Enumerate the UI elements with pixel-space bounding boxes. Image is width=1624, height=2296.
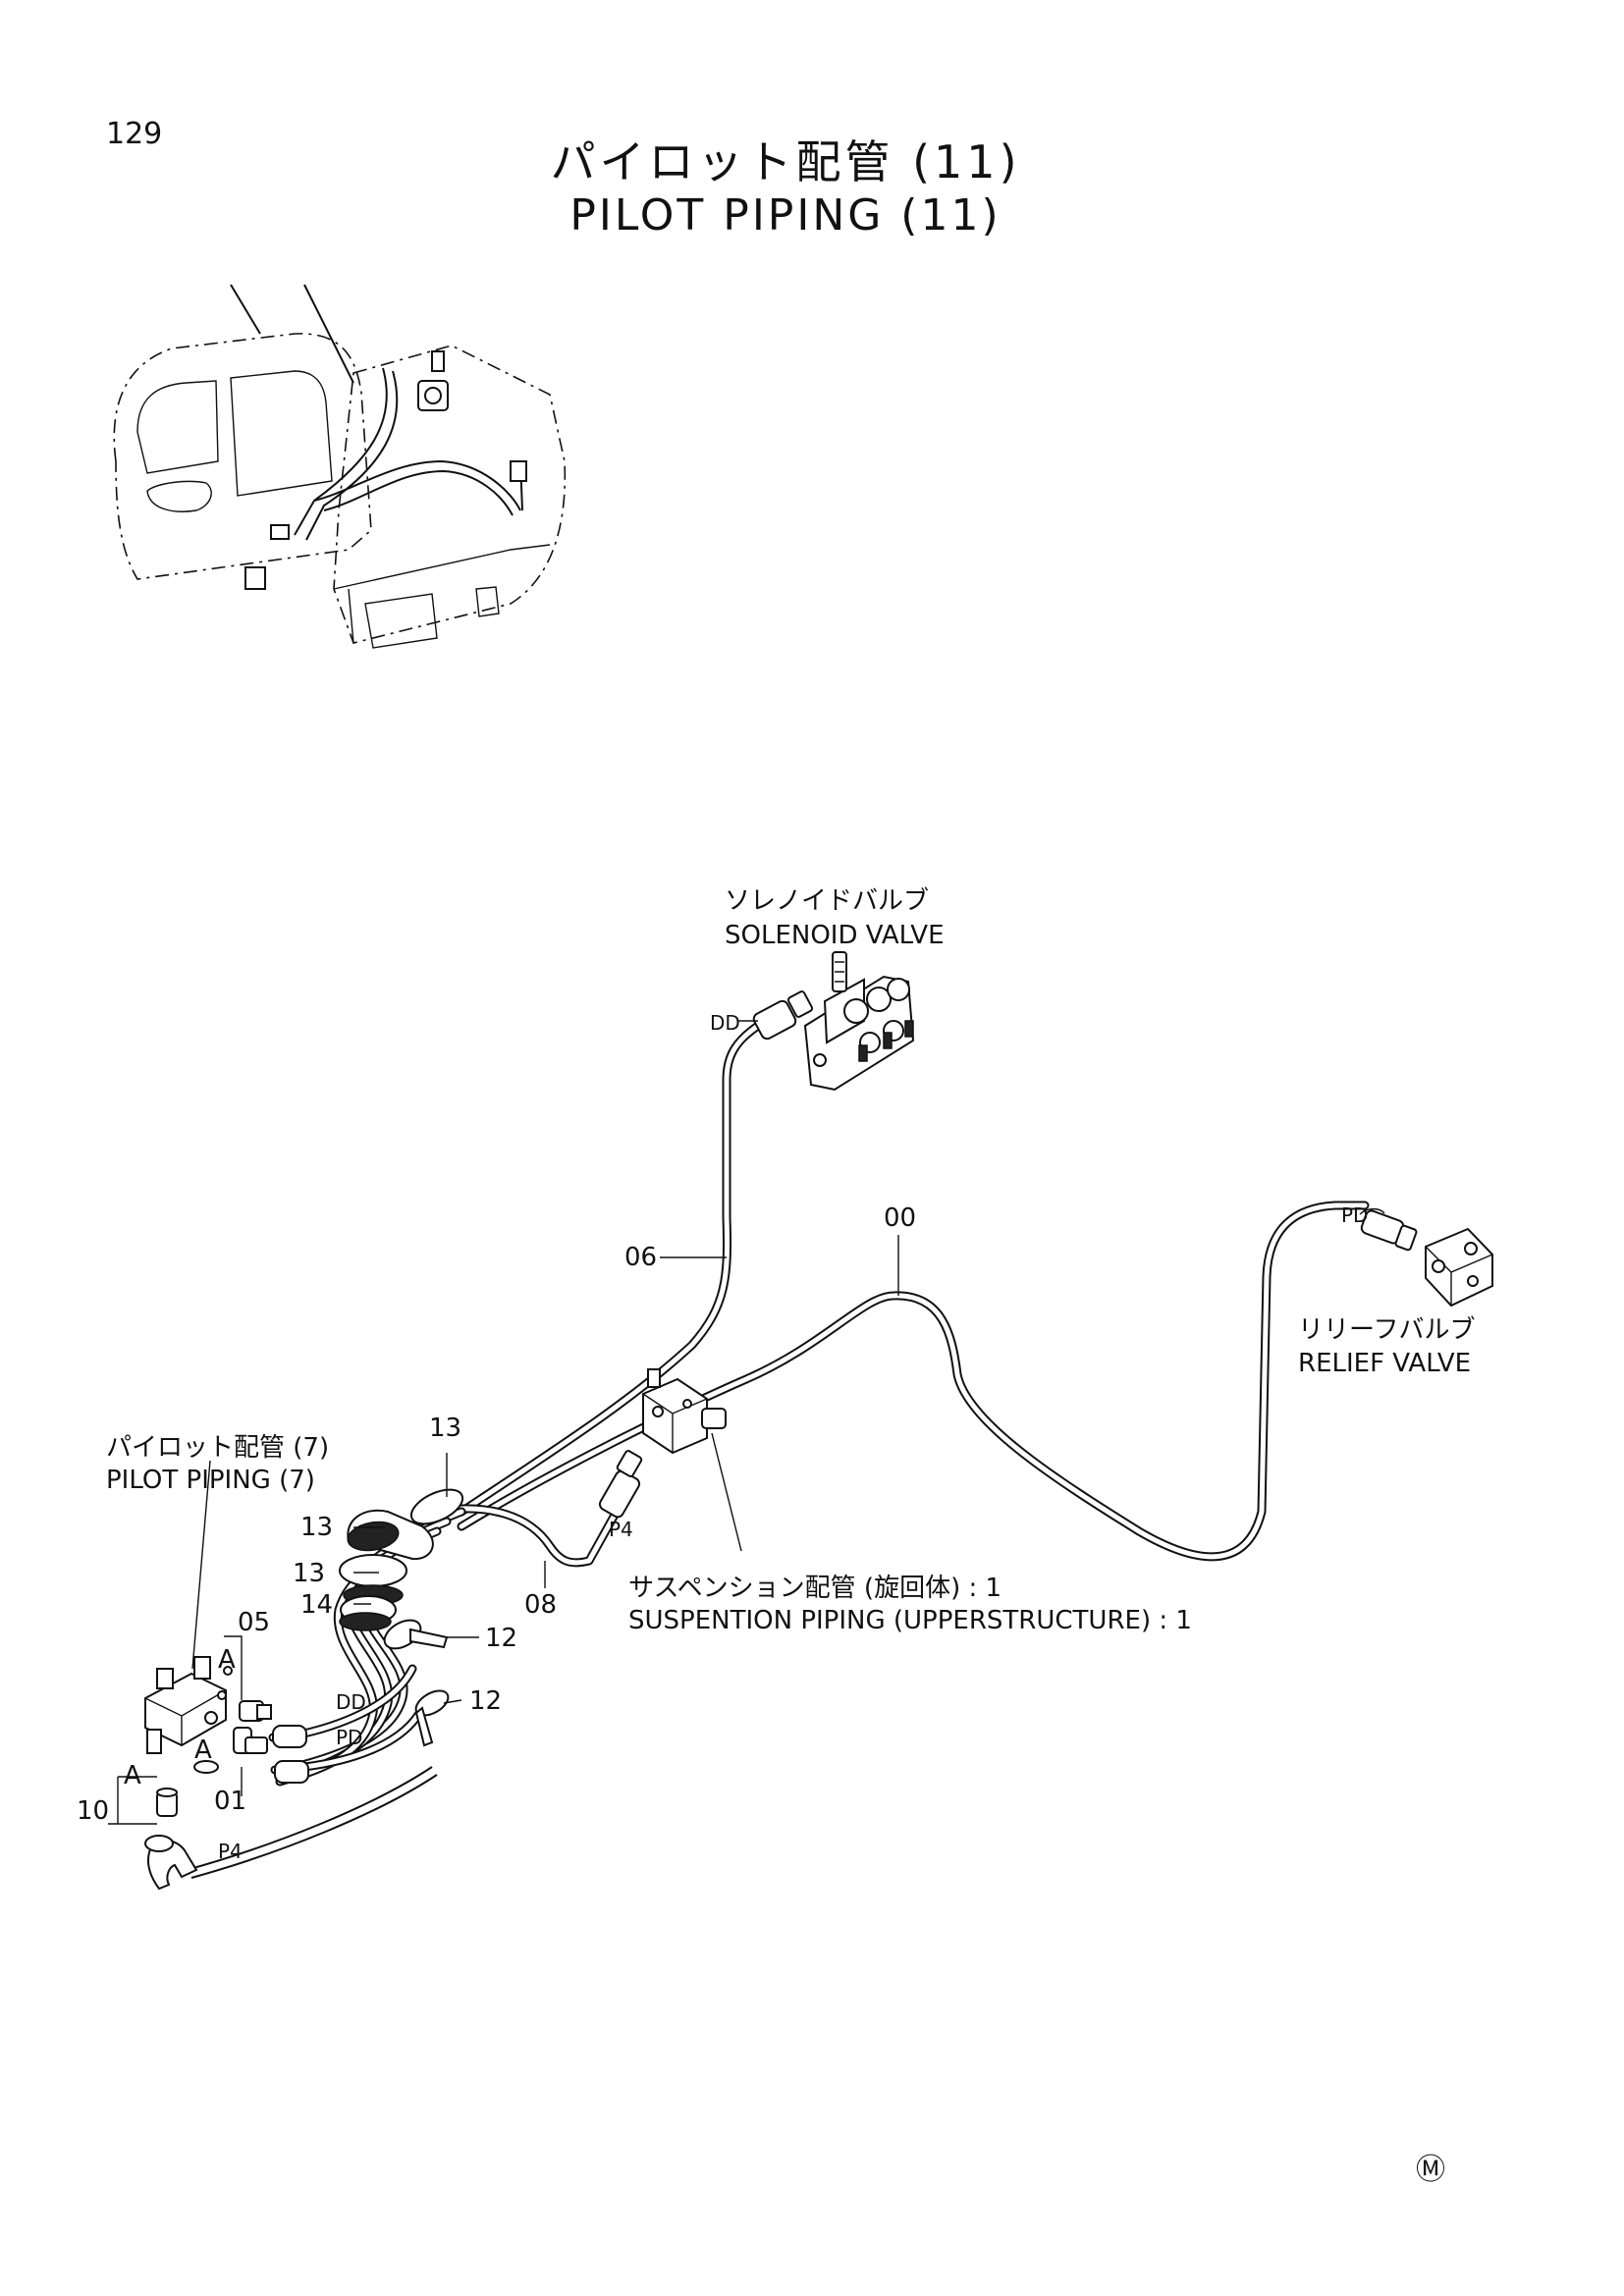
page-title-en: PILOT PIPING (11) <box>569 190 1001 240</box>
pilot-piping-7-label-en: PILOT PIPING (7) <box>106 1466 315 1495</box>
detail-marker-a-upper: A <box>218 1645 236 1675</box>
port-label-dd-block: DD <box>336 1690 366 1714</box>
suspension-piping-label-jp: サスペンション配管 (旋回体) : 1 <box>628 1574 1002 1603</box>
page-title-jp: パイロット配管 (11) <box>550 135 1021 188</box>
part-number-08: 08 <box>524 1590 558 1620</box>
suspension-piping-label-en: SUSPENTION PIPING (UPPERSTRUCTURE) : 1 <box>628 1606 1192 1635</box>
relief-valve-illustration <box>1425 1227 1493 1308</box>
page-number: 129 <box>106 117 163 151</box>
part-number-06: 06 <box>624 1243 658 1272</box>
relief-valve-label-en: RELIEF VALVE <box>1298 1349 1472 1378</box>
port-label-pd-block: PD <box>336 1726 363 1749</box>
block-and-fittings <box>144 1656 309 1891</box>
part-number-10: 10 <box>77 1796 110 1826</box>
detail-marker-a-left: A <box>124 1761 141 1790</box>
port-label-p4-bottom: P4 <box>218 1840 243 1863</box>
part-number-05: 05 <box>238 1608 271 1637</box>
hose-06 <box>457 990 814 1517</box>
solenoid-valve-label-jp: ソレノイドバルブ <box>725 886 930 916</box>
suspension-block-illustration <box>642 1368 742 1552</box>
leader-lines <box>108 1020 1385 1825</box>
port-label-dd-valve: DD <box>710 1011 740 1035</box>
pilot-piping-7-label-jp: パイロット配管 (7) <box>106 1433 330 1463</box>
port-label-p4-hose: P4 <box>609 1518 633 1541</box>
part-number-13-b: 13 <box>293 1559 326 1588</box>
port-label-pd-valve: PD <box>1341 1203 1369 1227</box>
part-number-12-b: 12 <box>469 1686 503 1716</box>
solenoid-valve-illustration <box>803 951 915 1092</box>
detail-marker-a-lower: A <box>194 1735 212 1765</box>
part-number-01: 01 <box>214 1787 247 1816</box>
solenoid-valve-label-en: SOLENOID VALVE <box>725 921 945 950</box>
relief-valve-label-jp: リリーフバルブ <box>1298 1315 1476 1345</box>
corner-mark: Ⓜ <box>1416 2153 1445 2187</box>
part-number-13-a: 13 <box>300 1513 334 1542</box>
part-number-00: 00 <box>884 1203 917 1233</box>
hose-00 <box>457 1201 1418 1562</box>
part-number-13-top: 13 <box>429 1414 462 1443</box>
part-number-14: 14 <box>300 1590 334 1620</box>
hose-08 <box>427 1450 643 1568</box>
part-number-12-a: 12 <box>485 1624 518 1653</box>
excavator-overview-illustration <box>113 284 567 649</box>
